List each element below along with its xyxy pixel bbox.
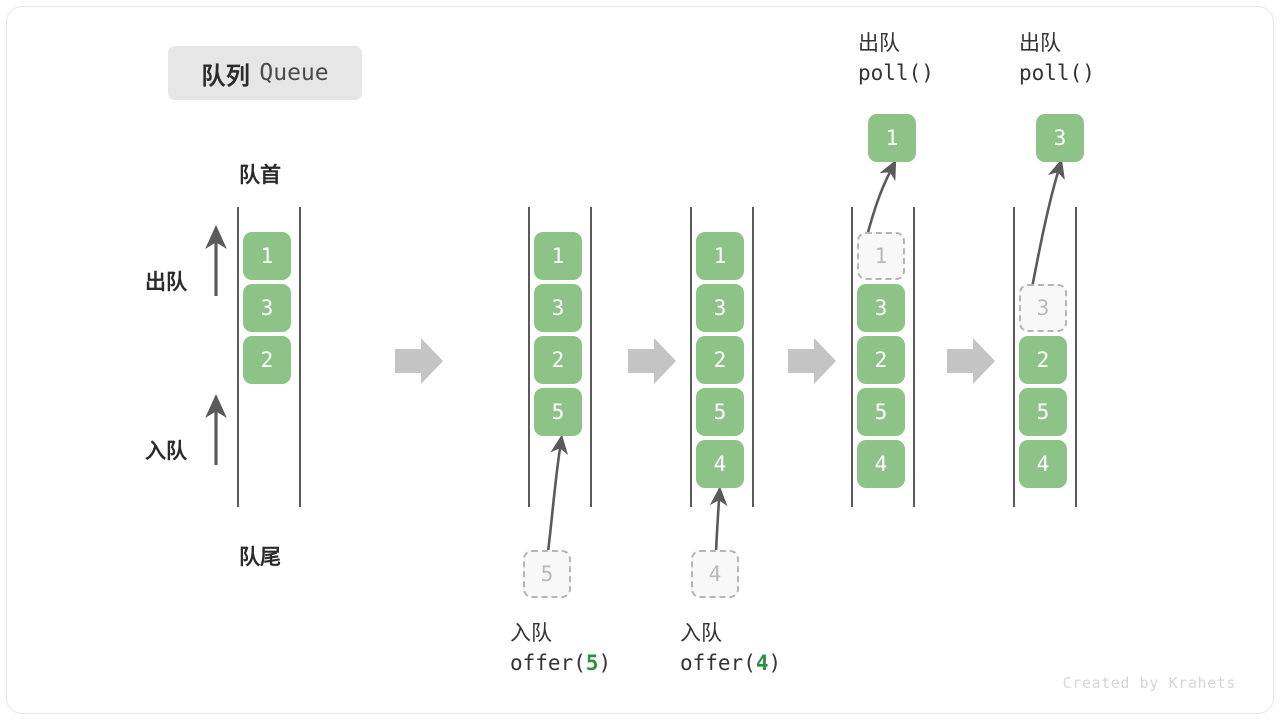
operation-label-offer-5: 入队 offer(5)	[510, 620, 611, 678]
queue-rail-right	[752, 207, 754, 507]
operation-code-prefix: poll(	[858, 60, 922, 85]
queue-cell[interactable]: 2	[857, 336, 905, 384]
queue-cell[interactable]: 4	[696, 440, 744, 488]
operation-label-cn: 出队	[1019, 32, 1061, 55]
queue-rail-right	[1075, 207, 1077, 507]
queue-cell[interactable]: 3	[857, 284, 905, 332]
operation-label-cn: 入队	[510, 622, 552, 645]
card-frame	[6, 6, 1274, 714]
operation-code-suffix: )	[768, 650, 782, 675]
queue-cell[interactable]: 1	[857, 232, 905, 280]
queue-cell[interactable]: 2	[1019, 336, 1067, 384]
popped-element[interactable]: 3	[1036, 114, 1084, 162]
dequeue-direction-label: 出队	[145, 271, 187, 294]
title-en: Queue	[259, 60, 329, 86]
queue-cell[interactable]: 5	[857, 388, 905, 436]
queue-rail-left	[1013, 207, 1015, 507]
operation-code-prefix: offer(	[510, 650, 586, 675]
operation-code-arg: 4	[755, 650, 769, 675]
queue-rail-right	[590, 207, 592, 507]
operation-code-suffix: )	[598, 650, 612, 675]
operation-label-code: poll()	[1019, 59, 1095, 88]
queue-cell[interactable]: 3	[696, 284, 744, 332]
queue-cell[interactable]: 5	[1019, 388, 1067, 436]
queue-cell[interactable]: 2	[534, 336, 582, 384]
queue-cell[interactable]: 4	[857, 440, 905, 488]
operation-label-offer-4: 入队 offer(4)	[680, 620, 781, 678]
queue-cell[interactable]: 5	[534, 388, 582, 436]
queue-cell[interactable]: 1	[534, 232, 582, 280]
queue-rail-left	[851, 207, 853, 507]
queue-cell[interactable]: 1	[696, 232, 744, 280]
queue-head-label: 队首	[239, 164, 281, 187]
queue-cell[interactable]: 4	[1019, 440, 1067, 488]
queue-cell[interactable]: 3	[243, 284, 291, 332]
operation-code-prefix: offer(	[680, 650, 756, 675]
operation-label-poll-1: 出队 poll()	[858, 30, 934, 88]
operation-label-poll-3: 出队 poll()	[1019, 30, 1095, 88]
operation-label-code: poll()	[858, 59, 934, 88]
operation-label-cn: 出队	[858, 32, 900, 55]
enqueue-direction-label: 入队	[145, 440, 187, 463]
queue-rail-left	[690, 207, 692, 507]
queue-cell[interactable]: 2	[696, 336, 744, 384]
queue-cell[interactable]: 5	[696, 388, 744, 436]
title-cn: 队列	[201, 62, 251, 90]
operation-code-suffix: )	[921, 60, 934, 85]
queue-cell[interactable]: 3	[534, 284, 582, 332]
operation-label-code: offer(5)	[510, 649, 611, 678]
operation-code-prefix: poll(	[1019, 60, 1083, 85]
queue-rail-left	[528, 207, 530, 507]
queue-cell[interactable]: 3	[1019, 284, 1067, 332]
operation-code-arg: 5	[585, 650, 599, 675]
queue-rail-right	[299, 207, 301, 507]
popped-element[interactable]: 1	[868, 114, 916, 162]
queue-rail-right	[913, 207, 915, 507]
operation-label-cn: 入队	[680, 622, 722, 645]
queue-cell[interactable]: 1	[243, 232, 291, 280]
operation-code-suffix: )	[1082, 60, 1095, 85]
queue-rail-left	[237, 207, 239, 507]
queue-tail-label: 队尾	[239, 546, 281, 569]
incoming-element[interactable]: 4	[691, 550, 739, 598]
diagram-title-badge: 队列 Queue	[168, 46, 362, 100]
queue-cell[interactable]: 2	[243, 336, 291, 384]
incoming-element[interactable]: 5	[523, 550, 571, 598]
watermark: Created by Krahets	[1062, 674, 1236, 692]
operation-label-code: offer(4)	[680, 649, 781, 678]
